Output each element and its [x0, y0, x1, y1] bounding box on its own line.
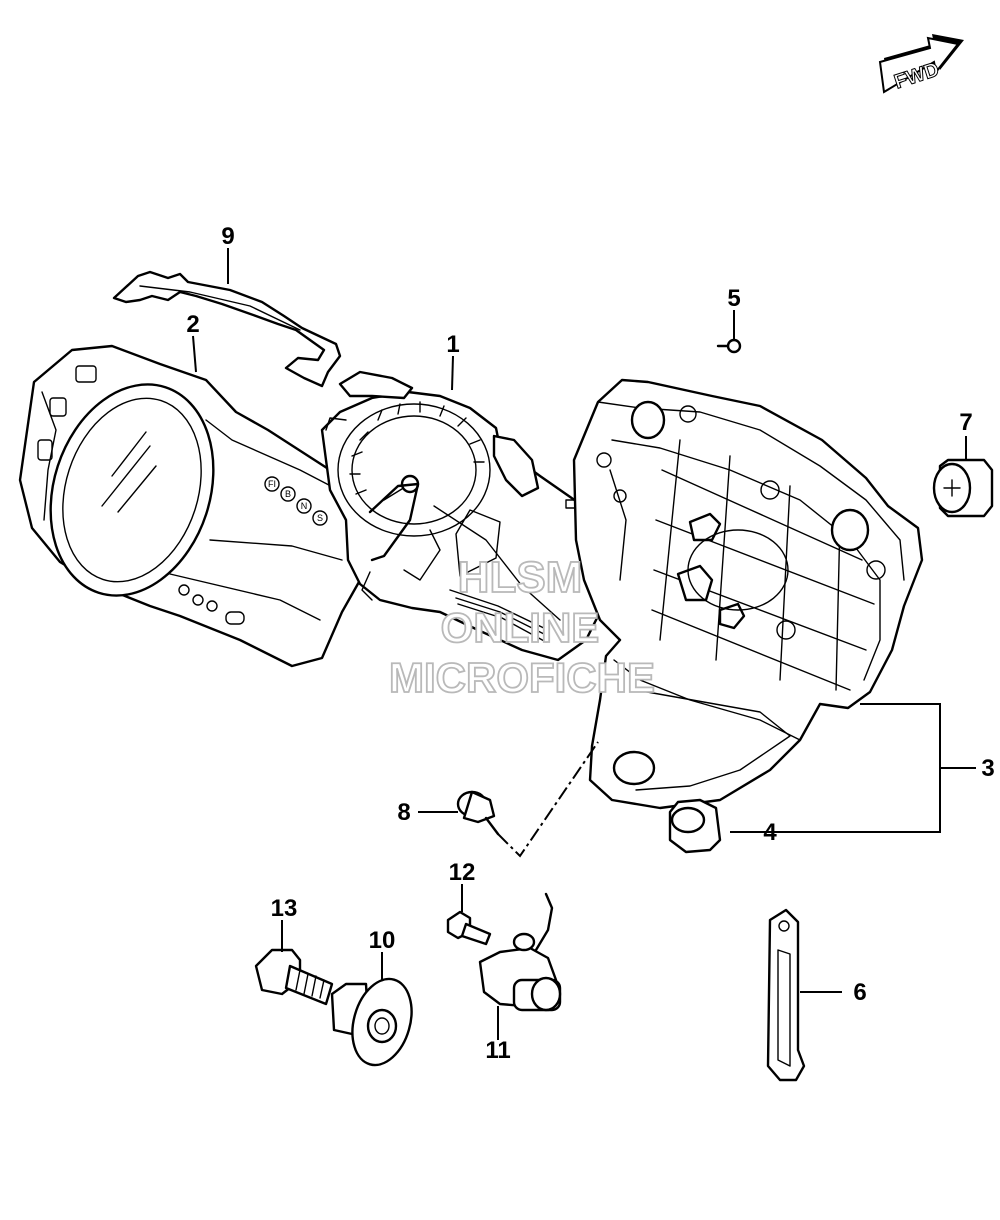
- part-12-bolt: [446, 910, 492, 946]
- callout-12: 12: [449, 859, 476, 886]
- callout-5: 5: [727, 285, 740, 312]
- part-11-speed-sensor: [478, 892, 562, 1012]
- part-2-meter-cover: FI B N S: [18, 344, 382, 668]
- icon-s: S: [317, 513, 323, 523]
- icon-n: N: [301, 501, 308, 511]
- part-5-screw: [716, 338, 742, 354]
- callout-7: 7: [959, 409, 972, 436]
- watermark-line2: ONLINE: [441, 604, 600, 651]
- part-6-clamp-band: [766, 908, 806, 1082]
- callout-13: 13: [271, 895, 298, 922]
- callout-10: 10: [369, 927, 396, 954]
- leader-lines: [192, 248, 976, 1040]
- watermark-line1: HLSM: [458, 553, 583, 602]
- part-7-grommet: [932, 458, 994, 518]
- fwd-arrow-badge: FWD: [878, 34, 964, 94]
- icon-b: B: [285, 489, 291, 499]
- callout-11: 11: [485, 1037, 510, 1064]
- icon-fi: FI: [268, 479, 276, 489]
- callout-8: 8: [397, 799, 410, 826]
- watermark: HLSM ONLINE MICROFICHE: [388, 552, 656, 702]
- callout-6: 6: [853, 979, 866, 1006]
- part-1-meter-assembly: [320, 370, 622, 662]
- callout-numbers: 9 2 1 5 7 3 4 8 12 13 10 11 6: [186, 223, 994, 1064]
- callout-4: 4: [763, 819, 777, 846]
- part-8-bolt: [456, 790, 500, 836]
- callout-2: 2: [186, 311, 199, 338]
- part-3-meter-case: [572, 378, 924, 810]
- callout-1: 1: [446, 331, 459, 358]
- part-10-collar: [330, 977, 413, 1067]
- part-13-bolt: [254, 948, 334, 1006]
- part-4-cushion: [668, 798, 722, 854]
- callout-9: 9: [221, 223, 234, 250]
- part-9-visor-trim: [112, 270, 342, 388]
- callout-3: 3: [981, 755, 994, 782]
- watermark-line3: MICROFICHE: [389, 654, 655, 701]
